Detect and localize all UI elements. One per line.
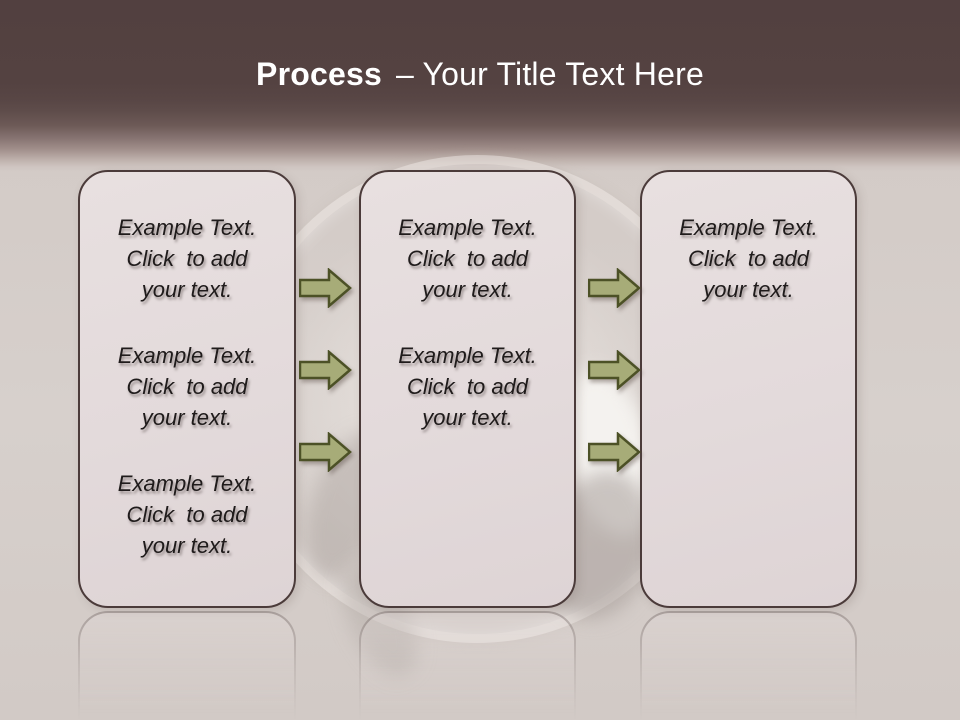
text-line: your text. [422, 277, 513, 302]
text-line: Example Text. [117, 343, 257, 368]
box-reflections [0, 611, 960, 720]
process-box-2-text: Example Text. Click to add your text. Ex… [361, 172, 574, 433]
text-line: Click to add [126, 246, 248, 271]
arrow-right-icon [299, 350, 352, 390]
text-line: Click to add [687, 246, 810, 271]
process-box-1-text: Example Text. Click to add your text. Ex… [80, 172, 294, 561]
text-line: your text. [141, 405, 233, 430]
arrow-right-icon [588, 350, 641, 390]
text-line: Example Text. [398, 215, 537, 240]
text-line: Click to add [406, 374, 529, 399]
process-box-1[interactable]: Example Text. Click to add your text. Ex… [78, 170, 296, 608]
text-placeholder[interactable]: Example Text. Click to add your text. [361, 340, 574, 433]
text-line: Example Text. [398, 343, 537, 368]
text-placeholder[interactable]: Example Text. Click to add your text. [642, 212, 855, 305]
text-line: Example Text. [117, 471, 257, 496]
text-line: your text. [422, 405, 513, 430]
title-keyword: Process [256, 56, 382, 92]
process-box-3[interactable]: Example Text. Click to add your text. [640, 170, 857, 608]
box-reflection [78, 611, 296, 720]
text-line: Click to add [126, 374, 248, 399]
process-box-2[interactable]: Example Text. Click to add your text. Ex… [359, 170, 576, 608]
text-line: Click to add [406, 246, 529, 271]
text-line: your text. [141, 533, 233, 558]
text-placeholder[interactable]: Example Text. Click to add your text. [80, 340, 294, 433]
process-box-3-text: Example Text. Click to add your text. [642, 172, 855, 305]
arrow-right-icon [588, 268, 641, 308]
header-band [0, 0, 960, 172]
title-subtitle: – Your Title Text Here [395, 56, 704, 92]
text-placeholder[interactable]: Example Text. Click to add your text. [80, 212, 294, 305]
arrow-right-icon [299, 432, 352, 472]
text-line: your text. [703, 277, 794, 302]
box-reflection [640, 611, 857, 720]
text-placeholder[interactable]: Example Text. Click to add your text. [80, 468, 294, 561]
arrow-right-icon [299, 268, 352, 308]
text-line: Example Text. [117, 215, 257, 240]
text-placeholder[interactable]: Example Text. Click to add your text. [361, 212, 574, 305]
arrow-right-icon [588, 432, 641, 472]
slide-title[interactable]: Process – Your Title Text Here [0, 52, 960, 96]
box-reflection [359, 611, 576, 720]
text-line: Example Text. [679, 215, 818, 240]
text-line: Click to add [126, 502, 248, 527]
text-line: your text. [141, 277, 233, 302]
